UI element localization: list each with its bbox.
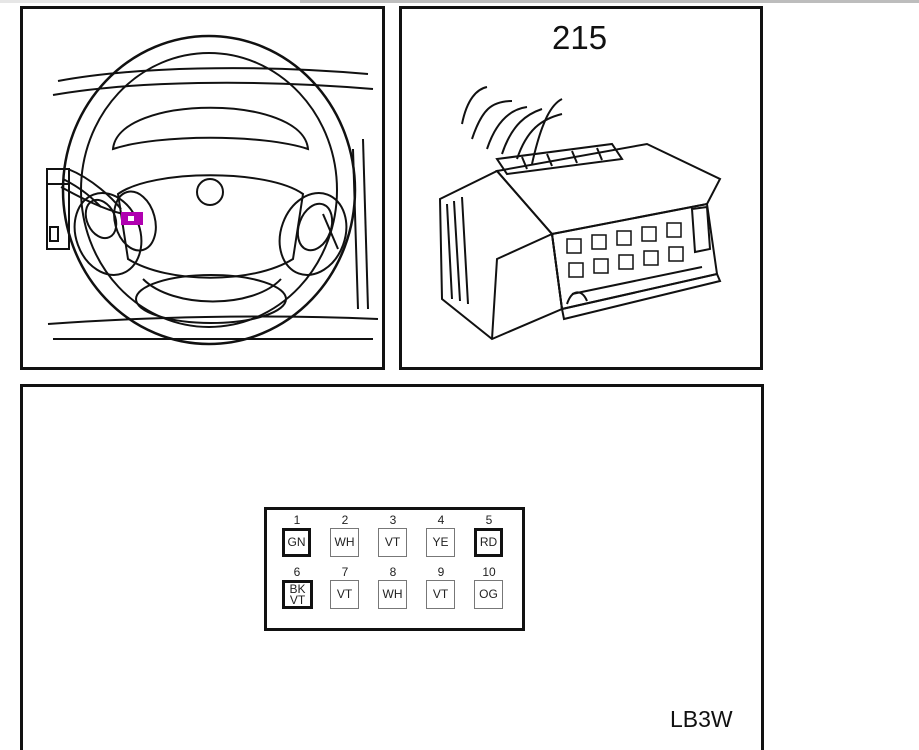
pin-9: 9 VT — [423, 566, 473, 616]
window-top-edge — [0, 0, 919, 3]
pin-number: 10 — [482, 565, 496, 579]
pin-8: 8 WH — [375, 566, 425, 616]
steering-wheel-location-panel — [20, 6, 385, 370]
pin-wire-color: VT — [426, 580, 455, 609]
pin-number: 9 — [437, 565, 445, 579]
pin-1: 1 GN — [279, 514, 329, 564]
pin-wire-color: YE — [426, 528, 455, 557]
pin-number: 1 — [293, 513, 301, 527]
connector-number: 215 — [552, 19, 608, 56]
connector-illustration-panel: 215 — [399, 6, 763, 370]
pin-wire-color: OG — [474, 580, 503, 609]
pin-wire-color: GN — [282, 528, 311, 557]
pin-4: 4 YE — [423, 514, 473, 564]
pin-number: 6 — [293, 565, 301, 579]
pin-number: 7 — [341, 565, 349, 579]
pin-number: 4 — [437, 513, 445, 527]
pin-wire-color: RD — [474, 528, 503, 557]
steering-wheel-illustration — [46, 34, 379, 346]
pin-wire-color: WH — [330, 528, 359, 557]
pin-3: 3 VT — [375, 514, 425, 564]
pin-number: 8 — [389, 565, 397, 579]
diagram-code-label: LB3W — [670, 706, 733, 732]
pin-2: 2 WH — [327, 514, 377, 564]
pin-wire-color: VT — [378, 528, 407, 557]
pin-7: 7 VT — [327, 566, 377, 616]
pin-5: 5 RD — [471, 514, 521, 564]
pin-number: 2 — [341, 513, 349, 527]
pin-wire-color: VT — [330, 580, 359, 609]
pin-number: 5 — [485, 513, 493, 527]
pin-number: 3 — [389, 513, 397, 527]
pin-10: 10 OG — [471, 566, 521, 616]
pin-wire-color: WH — [378, 580, 407, 609]
connector-215-illustration — [438, 86, 722, 341]
